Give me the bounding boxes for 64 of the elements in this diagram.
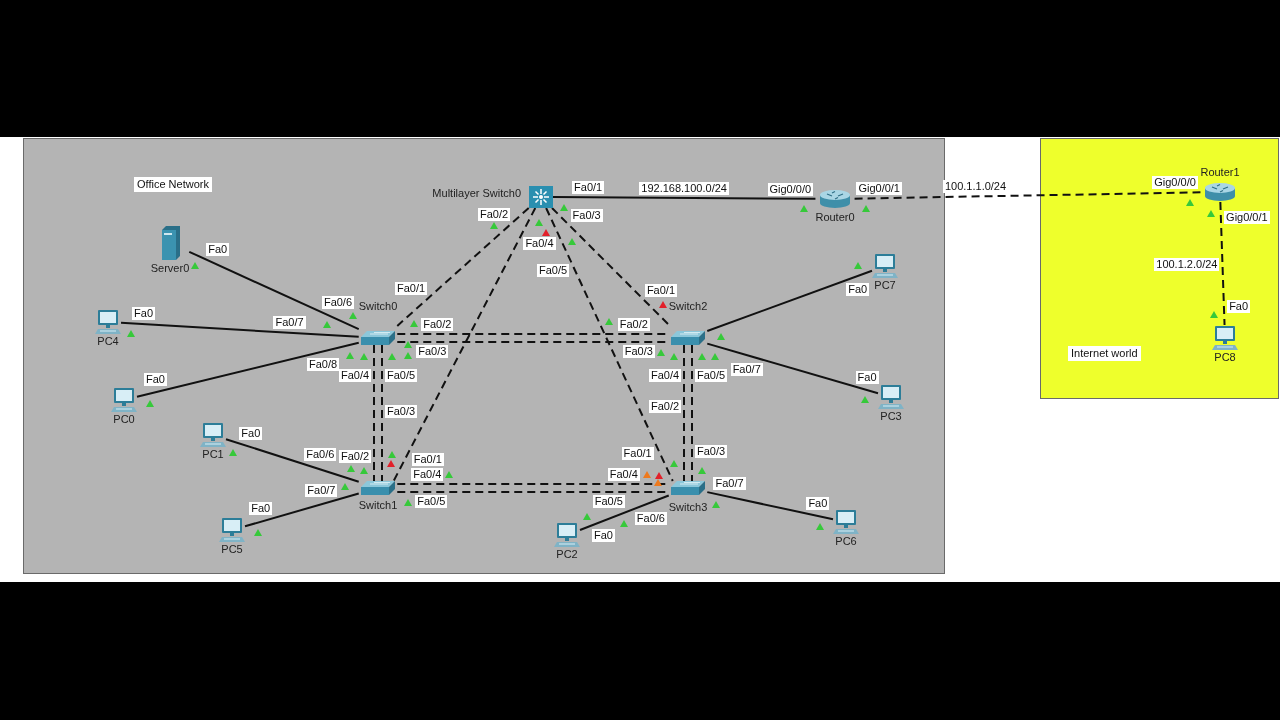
link-line bbox=[1219, 201, 1226, 326]
port-label: Fa0/5 bbox=[592, 495, 625, 508]
device-name: PC0 bbox=[113, 413, 135, 425]
link-line bbox=[853, 191, 1202, 200]
subnet-label: 100.1.2.0/24 bbox=[1154, 258, 1220, 272]
port-label: Fa0/3 bbox=[416, 345, 449, 358]
device-name: PC6 bbox=[835, 535, 857, 547]
device-name: Multilayer Switch0 bbox=[432, 187, 521, 199]
link-line bbox=[683, 344, 685, 482]
port-label: Fa0/6 bbox=[321, 296, 355, 310]
port-label: Fa0 bbox=[206, 243, 230, 257]
port-label: Fa0/4 bbox=[523, 237, 556, 251]
device-name: PC8 bbox=[1214, 351, 1236, 363]
port-label: Fa0/5 bbox=[415, 495, 448, 508]
link-line bbox=[188, 250, 360, 331]
link-line bbox=[120, 321, 360, 338]
device-name: PC2 bbox=[556, 548, 578, 560]
link-line bbox=[706, 269, 873, 332]
link-line bbox=[552, 196, 817, 200]
port-label: Fa0/6 bbox=[304, 448, 337, 462]
link-line bbox=[136, 341, 360, 398]
link-line bbox=[551, 207, 670, 326]
device-name: Switch0 bbox=[358, 300, 398, 312]
port-label: Fa0 bbox=[1227, 300, 1251, 313]
port-label: Fa0 bbox=[846, 283, 870, 297]
port-label: Fa0/4 bbox=[411, 468, 444, 481]
port-label: Fa0 bbox=[806, 497, 830, 511]
port-label: Fa0/3 bbox=[622, 345, 655, 358]
area-title: Internet world bbox=[1068, 346, 1141, 361]
area-title: Office Network bbox=[134, 177, 212, 192]
device-name: PC7 bbox=[874, 279, 896, 291]
device-name: PC1 bbox=[202, 448, 224, 460]
port-label: Fa0/3 bbox=[570, 209, 603, 223]
link-line bbox=[545, 207, 674, 482]
link-line bbox=[381, 344, 383, 482]
network-area bbox=[1040, 138, 1279, 399]
link-line bbox=[392, 207, 537, 482]
port-label: Fa0/5 bbox=[536, 264, 570, 278]
port-label: Fa0 bbox=[144, 373, 167, 387]
port-label: Fa0/2 bbox=[421, 318, 454, 331]
device-name: Router0 bbox=[815, 211, 855, 223]
port-label: Fa0/4 bbox=[607, 468, 640, 481]
device-name: PC4 bbox=[97, 335, 119, 347]
port-label: Gig0/0/0 bbox=[1152, 176, 1198, 190]
port-label: Fa0 bbox=[249, 502, 273, 516]
device-name: PC5 bbox=[221, 543, 243, 555]
port-label: Fa0 bbox=[239, 427, 263, 441]
device-name: Router1 bbox=[1200, 166, 1240, 178]
port-label: Fa0/1 bbox=[394, 282, 428, 296]
link-line bbox=[691, 344, 693, 482]
device-name: Server0 bbox=[150, 262, 190, 274]
device-name: Switch1 bbox=[358, 499, 398, 511]
link-line bbox=[396, 207, 530, 327]
port-label: Fa0 bbox=[132, 307, 156, 321]
port-label: Fa0/7 bbox=[713, 477, 746, 491]
device-name: Switch2 bbox=[668, 300, 708, 312]
port-label: Fa0/1 bbox=[572, 181, 605, 195]
device-name: Switch3 bbox=[668, 501, 708, 513]
network-area bbox=[23, 138, 945, 574]
port-label: Fa0/2 bbox=[617, 318, 650, 331]
link-line bbox=[225, 438, 360, 483]
device-name: PC3 bbox=[880, 410, 902, 422]
port-label: Fa0/8 bbox=[306, 358, 340, 372]
link-line bbox=[373, 344, 375, 482]
